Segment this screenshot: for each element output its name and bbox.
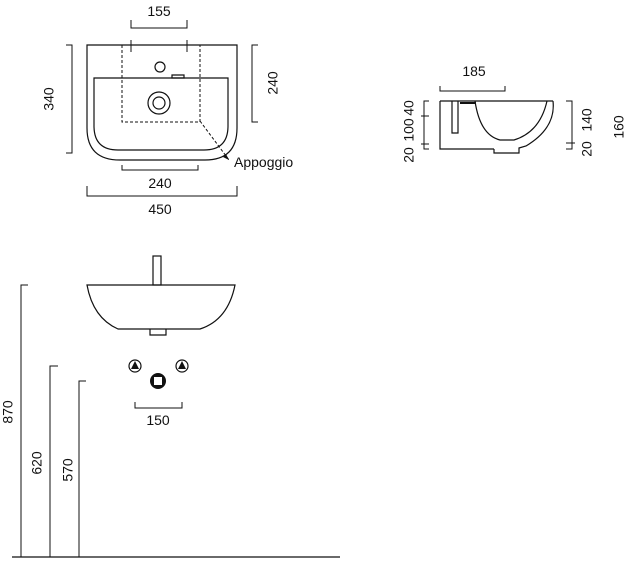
- top-view: 155 340 240 240 450 Appoggio: [41, 3, 294, 217]
- dim-rim-height: 870: [0, 400, 16, 424]
- dim-right-lower: 20: [579, 141, 595, 157]
- dim-line-left: [423, 100, 429, 150]
- dim-outlet-height: 620: [29, 451, 45, 475]
- elevation-view: 150 870 620 570: [0, 255, 340, 558]
- support-leader: [199, 120, 230, 161]
- section-view: 185 40 100 20 140 20 160: [401, 63, 627, 163]
- section-inner-curve: [474, 100, 548, 141]
- basin-front: [86, 284, 236, 330]
- section-back: [439, 101, 494, 150]
- dim-bottom-inner: 240: [148, 175, 172, 191]
- dim-line-240-right: [251, 44, 258, 123]
- dim-line-185: [439, 86, 506, 92]
- supply-valve-right: [175, 359, 189, 373]
- dim-line-620: [49, 365, 58, 557]
- dim-line-340: [66, 44, 73, 154]
- dim-width: 450: [148, 201, 172, 217]
- overflow-slot: [171, 74, 185, 79]
- dim-line-450: [86, 186, 238, 197]
- drain-inner: [152, 96, 166, 110]
- section-wall-slot: [451, 101, 459, 134]
- dim-line-870: [20, 284, 28, 557]
- basin-outline: [86, 44, 238, 161]
- drain-outer: [147, 91, 171, 115]
- drain-outlet-center: [154, 377, 162, 385]
- dim-right-total: 160: [611, 115, 627, 139]
- dim-left-upper: 40: [401, 100, 417, 116]
- dim-drain-height: 570: [60, 458, 76, 482]
- supply-valve-left: [128, 359, 142, 373]
- faucet-hole: [154, 61, 166, 73]
- section-outer-curve: [493, 100, 554, 154]
- supply-valve-right-mark: [178, 361, 186, 369]
- drain-stub: [149, 329, 167, 336]
- dim-tap-holes: 155: [147, 3, 171, 19]
- dim-line-right: [566, 100, 573, 150]
- dim-right-mid: 140: [579, 108, 595, 132]
- supply-valve-left-mark: [131, 361, 139, 369]
- support-arrow: [223, 154, 229, 160]
- dim-line-570: [78, 380, 86, 557]
- dim-line-150: [134, 402, 183, 409]
- dim-left-lower: 20: [401, 147, 417, 163]
- dim-height: 340: [41, 87, 57, 111]
- dim-line-155: [130, 20, 188, 29]
- dim-line-240-bottom: [121, 165, 199, 171]
- dim-supply-spacing: 150: [146, 412, 170, 428]
- dim-inner-height: 240: [265, 71, 281, 95]
- dim-left-mid: 100: [401, 118, 417, 142]
- faucet: [152, 255, 162, 286]
- support-area: [121, 45, 201, 123]
- basin-bowl: [93, 77, 229, 151]
- dim-depth-top: 185: [462, 63, 486, 79]
- support-label: Appoggio: [234, 154, 293, 170]
